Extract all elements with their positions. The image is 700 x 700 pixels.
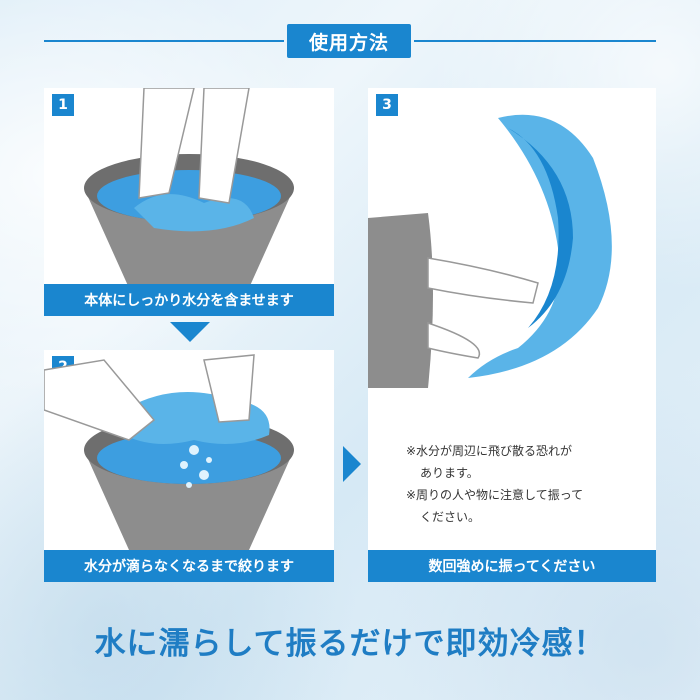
step-2-illustration (44, 354, 294, 550)
arm-icon (138, 88, 195, 199)
step-3-number: 3 (376, 94, 398, 116)
step-1-illustration (84, 88, 294, 288)
step-3-panel: 3 ※水分が周辺に飛び散る恐れが あります。 ※周りの人や物に注意して振って く… (368, 88, 656, 582)
arm-icon (427, 321, 481, 359)
tagline: 水に濡らして振るだけで即効冷感！ (94, 626, 606, 662)
arm-icon (427, 257, 539, 304)
arm-icon (44, 359, 156, 441)
step-3-note-1: ※水分が周辺に飛び散る恐れが (406, 444, 573, 458)
step-1-caption: 本体にしっかり水分を含ませます (44, 284, 334, 316)
step-2-caption: 水分が滴らなくなるまで絞ります (44, 550, 334, 582)
arm-icon (198, 88, 250, 204)
step-1-panel: 1 本体にしっかり水分を含ませます (44, 88, 334, 316)
towel-icon (134, 194, 254, 232)
person-icon (368, 213, 433, 388)
down-arrow-icon (170, 322, 210, 342)
step-3-illustration (368, 114, 612, 388)
arm-icon (203, 354, 255, 423)
page-title: 使用方法 (287, 24, 411, 58)
header-rule-left (44, 40, 284, 42)
step-2-panel: 2 水分が滴らなくなるまで絞ります (44, 350, 334, 582)
step-1-number: 1 (52, 94, 74, 116)
header-rule-right (414, 40, 656, 42)
step-3-note-2: あります。 (420, 466, 479, 480)
towel-icon (468, 114, 612, 379)
right-arrow-icon (343, 446, 361, 482)
step-3-note-3: ※周りの人や物に注意して振って (406, 488, 584, 502)
step-3-caption: 数回強めに振ってください (368, 550, 656, 582)
step-3-note-4: ください。 (420, 510, 481, 524)
